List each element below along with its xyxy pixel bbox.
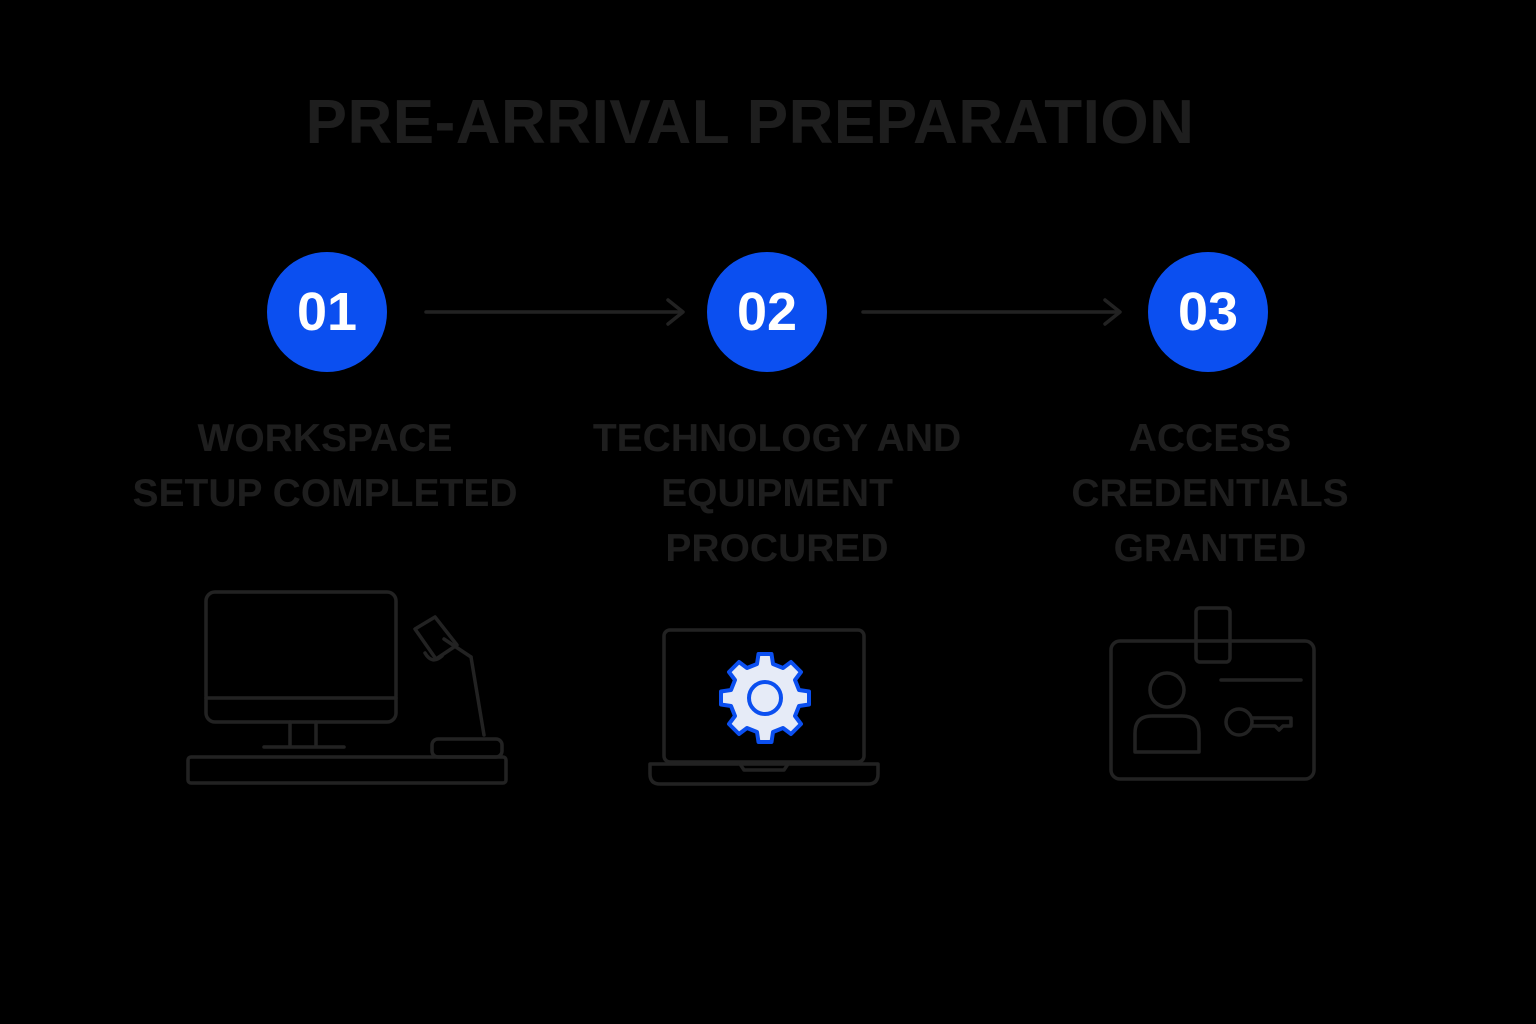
step-1-label: WORKSPACE SETUP COMPLETED: [105, 411, 545, 521]
step-2-label-line: TECHNOLOGY AND: [592, 417, 962, 460]
step-3-label: ACCESS CREDENTIALS GRANTED: [990, 411, 1430, 576]
step-2-number-badge: 02: [707, 252, 827, 372]
arrow-2-to-3-icon: [861, 298, 1122, 326]
step-2-label-line: EQUIPMENT: [661, 472, 893, 515]
id-badge-with-key-icon: [1109, 606, 1316, 781]
arrow-1-to-2-icon: [424, 298, 685, 326]
step-3-label-line: CREDENTIALS: [1071, 472, 1349, 515]
desktop-computer-with-desk-lamp-icon: [186, 590, 508, 785]
step-2-label: TECHNOLOGY AND EQUIPMENT PROCURED: [557, 411, 997, 576]
step-1-label-line: WORKSPACE: [197, 417, 453, 460]
step-1-number-badge: 01: [267, 252, 387, 372]
page-title: PRE-ARRIVAL PREPARATION: [305, 88, 1195, 157]
step-3-label-line: GRANTED: [1113, 527, 1307, 570]
step-1-label-line: SETUP COMPLETED: [132, 472, 518, 515]
step-3-label-line: ACCESS: [1128, 417, 1292, 460]
laptop-with-gear-icon: [648, 628, 880, 786]
step-3-number-badge: 03: [1148, 252, 1268, 372]
step-2-label-line: PROCURED: [665, 527, 889, 570]
